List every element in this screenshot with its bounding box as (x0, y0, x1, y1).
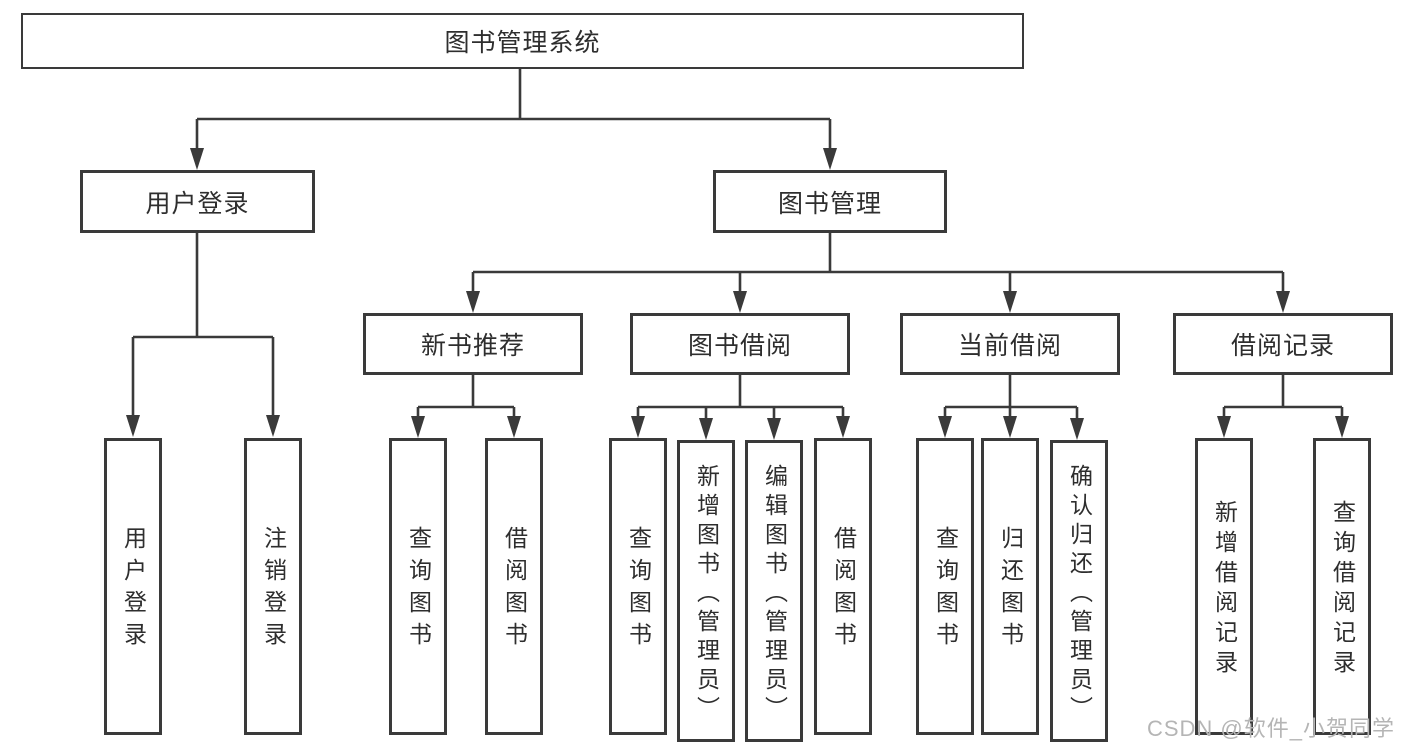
node-label: 编辑图书（管理员） (761, 463, 788, 725)
arrow-down-icon (938, 416, 952, 438)
node-label: 当前借阅 (957, 332, 1062, 360)
leaf-query-borrow-record: 查询借阅记录 (1313, 438, 1371, 735)
arrow-down-icon (1003, 416, 1017, 438)
node-label: 图书管理 (777, 189, 882, 218)
arrow-down-icon (699, 418, 713, 440)
node-label: 新增借阅记录 (1211, 499, 1238, 680)
node-label: 新书推荐 (420, 332, 525, 360)
arrow-down-icon (507, 416, 521, 438)
arrow-down-icon (126, 415, 140, 437)
leaf-borrow-book: 借阅图书 (814, 438, 872, 735)
node-user-login: 用户登录 (80, 170, 315, 233)
arrow-down-icon (836, 416, 850, 438)
node-new-book-recommend: 新书推荐 (363, 313, 583, 375)
node-book-management: 图书管理 (713, 170, 947, 233)
leaf-user-login: 用户登录 (104, 438, 162, 735)
leaf-query-book-borrow: 查询图书 (609, 438, 667, 735)
csdn-watermark: CSDN @软件_小贺同学 (1146, 716, 1395, 741)
leaf-add-borrow-record: 新增借阅记录 (1195, 438, 1253, 735)
node-current-borrow: 当前借阅 (900, 313, 1120, 375)
node-label: 图书管理系统 (444, 29, 601, 57)
arrow-down-icon (823, 148, 837, 170)
leaf-return-book: 归还图书 (981, 438, 1039, 735)
arrow-down-icon (767, 418, 781, 440)
node-label: 用户登录 (145, 189, 250, 218)
leaf-query-book-current: 查询图书 (916, 438, 974, 735)
node-label: 查询图书 (405, 525, 432, 654)
arrow-down-icon (733, 291, 747, 313)
leaf-logout-login: 注销登录 (244, 438, 302, 735)
arrow-down-icon (1070, 418, 1084, 440)
node-label: 归还图书 (997, 525, 1024, 654)
arrow-down-icon (266, 415, 280, 437)
arrow-down-icon (1335, 416, 1349, 438)
node-label: 用户登录 (120, 525, 147, 654)
leaf-confirm-return-admin: 确认归还（管理员） (1050, 440, 1108, 742)
node-label: 查询借阅记录 (1329, 499, 1356, 680)
arrowheads (126, 148, 1349, 440)
arrow-down-icon (631, 416, 645, 438)
leaf-borrow-book-recommend: 借阅图书 (485, 438, 543, 735)
node-label: 借阅图书 (501, 525, 528, 654)
arrow-down-icon (411, 416, 425, 438)
arrow-down-icon (190, 148, 204, 170)
leaf-query-book-recommend: 查询图书 (389, 438, 447, 735)
node-root-system: 图书管理系统 (21, 13, 1024, 69)
arrow-down-icon (1003, 291, 1017, 313)
leaf-add-book-admin: 新增图书（管理员） (677, 440, 735, 742)
arrow-down-icon (1217, 416, 1231, 438)
node-label: 查询图书 (625, 525, 652, 654)
node-label: 确认归还（管理员） (1066, 463, 1093, 725)
node-label: 图书借阅 (687, 332, 792, 360)
arrow-down-icon (466, 291, 480, 313)
node-label: 借阅记录 (1230, 332, 1335, 360)
node-borrow-record: 借阅记录 (1173, 313, 1393, 375)
node-label: 查询图书 (932, 525, 959, 654)
node-label: 借阅图书 (830, 525, 857, 654)
node-label: 注销登录 (260, 525, 287, 654)
node-label: 新增图书（管理员） (693, 463, 720, 725)
arrow-down-icon (1276, 291, 1290, 313)
node-book-borrow: 图书借阅 (630, 313, 850, 375)
leaf-edit-book-admin: 编辑图书（管理员） (745, 440, 803, 742)
